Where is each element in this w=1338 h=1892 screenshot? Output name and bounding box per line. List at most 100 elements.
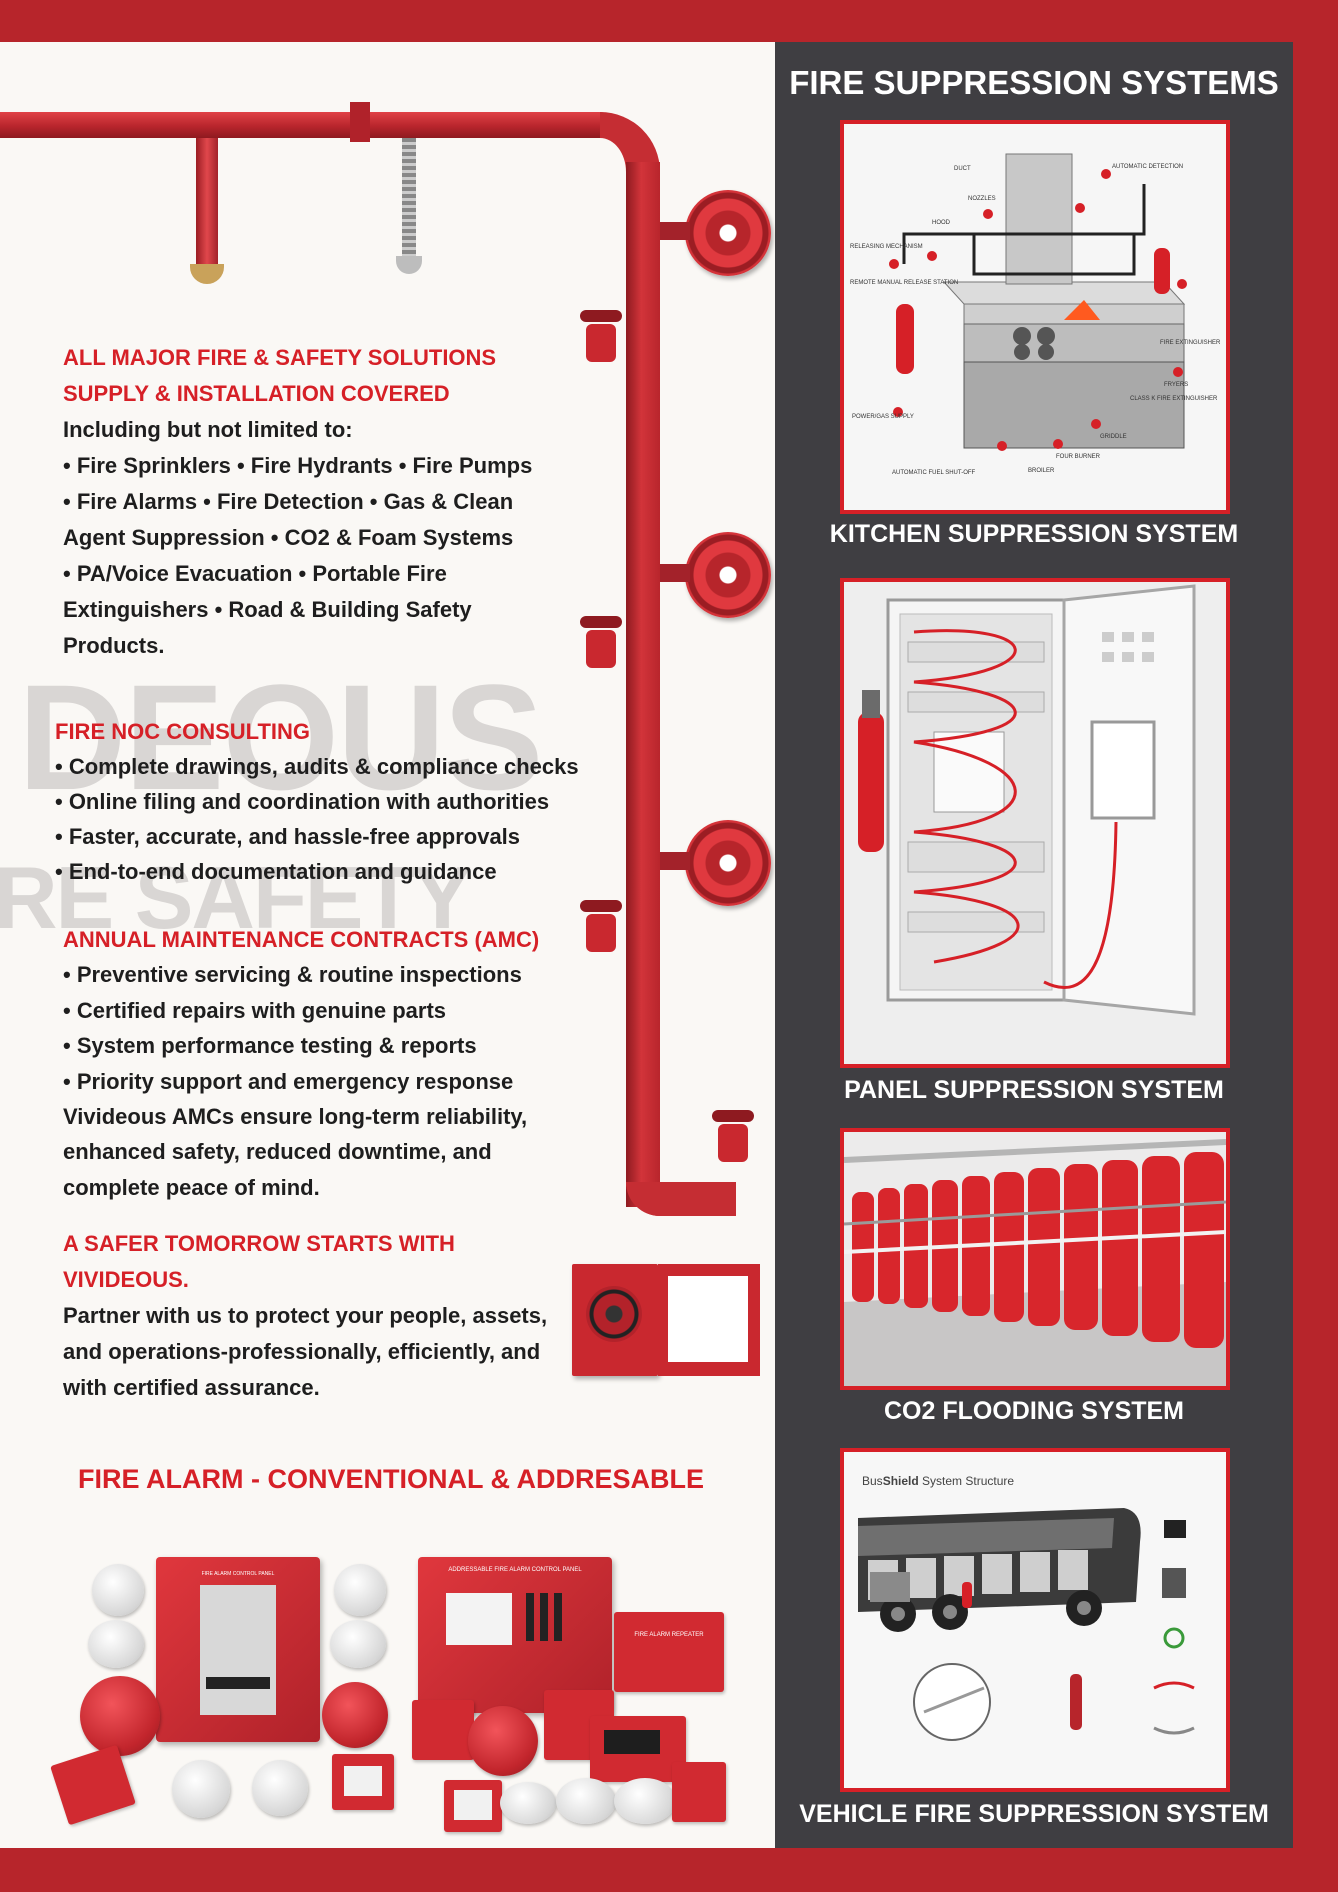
- smoke-detector-icon: [92, 1564, 144, 1616]
- smoke-detector-icon: [334, 1564, 386, 1616]
- amc-line: • Certified repairs with genuine parts: [63, 997, 447, 1023]
- hose-reel-icon: [685, 190, 771, 276]
- fire-suppression-title: FIRE SUPPRESSION SYSTEMS: [789, 64, 1279, 101]
- pipe-flange: [350, 102, 370, 142]
- kitchen-label-remote: REMOTE MANUAL RELEASE STATION: [850, 280, 958, 286]
- riser-pipe: [626, 162, 660, 1207]
- pipe-bottom-elbow: [626, 1182, 736, 1216]
- bus-suppression-diagram: BusShield System Structure: [840, 1448, 1230, 1792]
- smoke-detector-icon: [88, 1620, 144, 1668]
- smoke-detector-icon: [500, 1782, 556, 1824]
- watermark-line-2: RE SAFETY: [0, 848, 472, 947]
- panel-screen: [200, 1585, 276, 1715]
- panel-keypad: [526, 1593, 562, 1641]
- landing-valve-icon: [578, 900, 624, 956]
- left-column: DEOUS RE SAFETY ALL MAJOR FIRE & SAF: [0, 42, 775, 1848]
- hose-cabinet-icon: [572, 1264, 658, 1376]
- panel-suppression-caption: PANEL SUPPRESSION SYSTEM: [844, 1076, 1224, 1104]
- manual-call-point-icon: [332, 1754, 394, 1810]
- flexible-sprinkler-hose: [402, 138, 416, 258]
- brochure-page: DEOUS RE SAFETY ALL MAJOR FIRE & SAF: [0, 42, 1293, 1848]
- tomorrow-block: A SAFER TOMORROW STARTS WITH VIVIDEOUS. …: [63, 1226, 583, 1406]
- sprinkler-head-icon: [190, 264, 224, 284]
- vehicle-suppression-caption: VEHICLE FIRE SUPPRESSION SYSTEM: [799, 1800, 1269, 1828]
- solutions-line: Including but not limited to:: [63, 417, 353, 442]
- repeater-label: FIRE ALARM REPEATER: [634, 1632, 704, 1638]
- fire-bell-icon: [322, 1682, 388, 1748]
- kitchen-label-auto: AUTOMATIC DETECTION: [1112, 164, 1183, 170]
- smoke-detector-icon: [330, 1620, 386, 1668]
- noc-line: • End-to-end documentation and guidance: [55, 859, 497, 884]
- solutions-line: • Fire Sprinklers • Fire Hydrants • Fire…: [63, 453, 533, 478]
- kitchen-label-release: RELEASING MECHANISM: [850, 244, 923, 250]
- addressable-module-icon: [672, 1762, 726, 1822]
- hose-cabinet-door: [658, 1264, 760, 1376]
- reel-bracket: [660, 564, 690, 582]
- landing-valve-icon: [578, 310, 624, 366]
- addressable-module-icon: [412, 1700, 474, 1760]
- fire-alarm-title: FIRE ALARM - CONVENTIONAL & ADDRESABLE: [78, 1464, 704, 1494]
- solutions-line: • PA/Voice Evacuation • Portable Fire: [63, 561, 447, 586]
- sprinkler-head-icon: [396, 256, 422, 274]
- fire-bell-icon: [468, 1706, 538, 1776]
- solutions-heading-1: ALL MAJOR FIRE & SAFETY SOLUTIONS: [63, 345, 497, 370]
- kitchen-label-hood: HOOD: [932, 220, 951, 226]
- kitchen-label-fryers: FRYERS: [1164, 382, 1188, 388]
- fire-suppression-column: FIRE SUPPRESSION SYSTEMS: [775, 42, 1293, 1848]
- hose-reel-icon: [685, 532, 771, 618]
- addressable-sounder-icon: [590, 1716, 686, 1782]
- amc-line: • System performance testing & reports: [63, 1033, 477, 1059]
- co2-flooding-caption: CO2 FLOODING SYSTEM: [883, 1397, 1185, 1425]
- strobe-sounder-icon: [50, 1744, 136, 1826]
- kitchen-label-ext: FIRE EXTINGUISHER: [1160, 340, 1221, 346]
- reel-bracket: [660, 222, 690, 240]
- manual-call-point-icon: [444, 1780, 502, 1832]
- panel-screen: [446, 1593, 512, 1645]
- tomorrow-line: Partner with us to protect your people, …: [63, 1303, 548, 1328]
- watermark-line-1: DEOUS: [18, 653, 543, 821]
- solutions-line: • Fire Alarms • Fire Detection • Gas & C…: [63, 489, 514, 514]
- amc-line: • Preventive servicing & routine inspect…: [63, 962, 522, 988]
- kitchen-label-broiler: BROILER: [1028, 468, 1055, 474]
- solutions-line: Agent Suppression • CO2 & Foam Systems: [63, 525, 514, 550]
- tomorrow-line: with certified assurance.: [63, 1375, 320, 1400]
- amc-line: • Priority support and emergency respons…: [63, 1068, 514, 1094]
- kitchen-label-classk: CLASS K FIRE EXTINGUISHER: [1130, 396, 1218, 402]
- fire-alarm-repeater: FIRE ALARM REPEATER: [614, 1612, 724, 1692]
- smoke-detector-icon: [614, 1778, 676, 1824]
- panel-indicator-strip: [206, 1677, 270, 1689]
- heat-detector-icon: [252, 1760, 308, 1816]
- tomorrow-line: and operations-professionally, efficient…: [63, 1339, 541, 1364]
- heat-detector-icon: [172, 1760, 230, 1818]
- kitchen-label-burner: FOUR BURNER: [1056, 454, 1101, 460]
- kitchen-label-fuel: AUTOMATIC FUEL SHUT-OFF: [892, 470, 976, 476]
- amc-line: Vivideous AMCs ensure long-term reliabil…: [63, 1104, 528, 1130]
- smoke-detector-icon: [556, 1778, 616, 1824]
- busshield-title: BusShield System Structure: [862, 1474, 1015, 1488]
- amc-block: ANNUAL MAINTENANCE CONTRACTS (AMC) • Pre…: [63, 922, 643, 1205]
- sprinkler-drop: [196, 138, 218, 268]
- fire-hydrant-icon: [710, 1110, 756, 1166]
- amc-line: complete peace of mind.: [63, 1174, 320, 1200]
- kitchen-label-griddle: GRIDDLE: [1100, 434, 1127, 440]
- amc-heading: ANNUAL MAINTENANCE CONTRACTS (AMC): [63, 927, 540, 952]
- panel-label: ADDRESSABLE FIRE ALARM CONTROL PANEL: [448, 1567, 582, 1573]
- solutions-block: ALL MAJOR FIRE & SAFETY SOLUTIONS SUPPLY…: [63, 340, 623, 664]
- tomorrow-heading-1: A SAFER TOMORROW STARTS WITH: [63, 1231, 455, 1256]
- noc-line: • Faster, accurate, and hassle-free appr…: [55, 824, 521, 849]
- solutions-line: Products.: [63, 633, 165, 658]
- noc-heading: FIRE NOC CONSULTING: [55, 719, 311, 744]
- reel-bracket: [660, 852, 690, 870]
- solutions-line: Extinguishers • Road & Building Safety: [63, 597, 472, 622]
- kitchen-label-nozzles: NOZZLES: [968, 196, 996, 202]
- conventional-fire-alarm-panel: FIRE ALARM CONTROL PANEL: [156, 1557, 320, 1742]
- landing-valve-icon: [578, 616, 624, 672]
- solutions-heading-2: SUPPLY & INSTALLATION COVERED: [63, 381, 450, 406]
- kitchen-suppression-diagram: DUCT NOZZLES HOOD AUTOMATIC DETECTION RE…: [840, 120, 1230, 514]
- co2-cylinder-bank: [840, 1128, 1230, 1390]
- addressable-fire-alarm-panel: ADDRESSABLE FIRE ALARM CONTROL PANEL: [418, 1557, 612, 1713]
- panel-label: FIRE ALARM CONTROL PANEL: [201, 1571, 275, 1577]
- noc-line: • Complete drawings, audits & compliance…: [55, 754, 579, 779]
- fire-bell-icon: [80, 1676, 160, 1756]
- hose-reel-icon: [685, 820, 771, 906]
